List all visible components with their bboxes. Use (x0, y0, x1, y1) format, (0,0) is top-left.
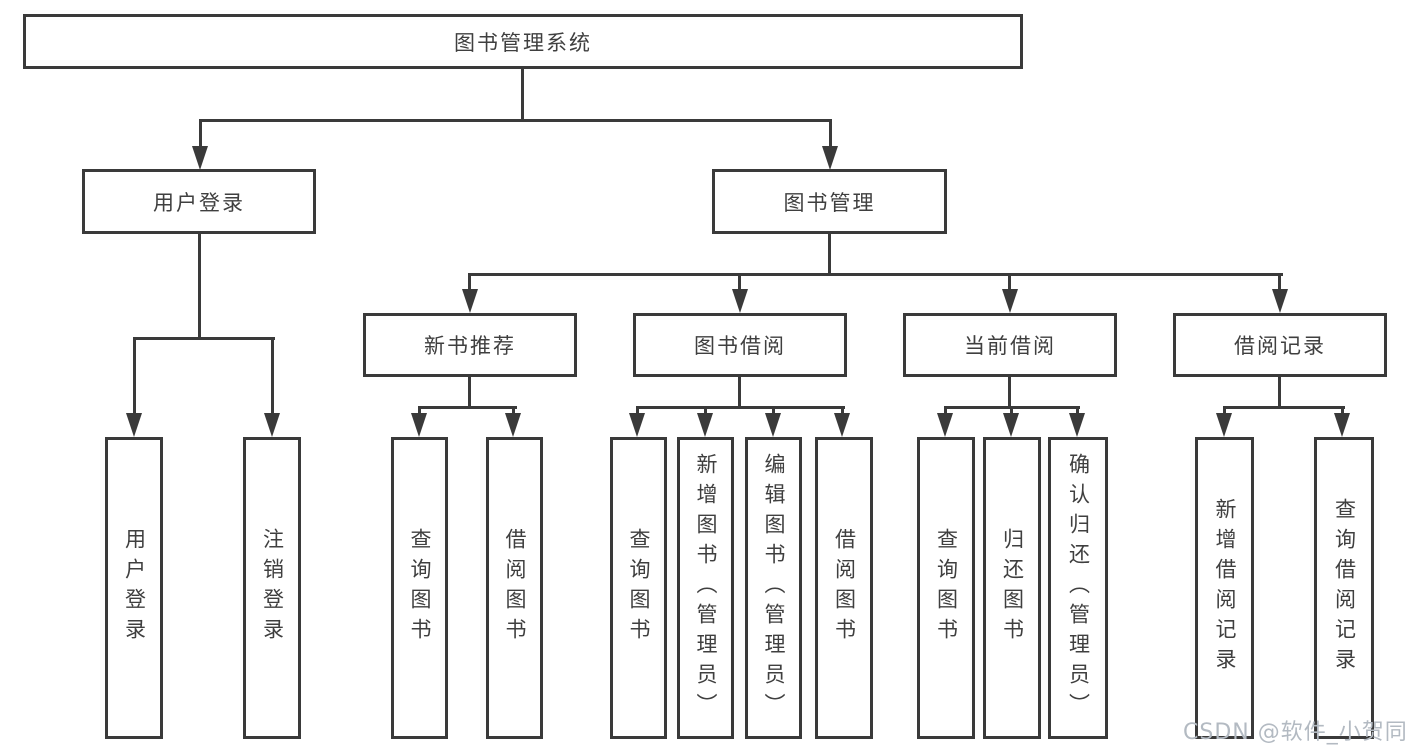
arrow-down-icon (1002, 289, 1018, 313)
arrow-down-icon (192, 146, 208, 170)
arrow-down-icon (765, 413, 781, 437)
connector-root-stem (521, 69, 524, 120)
connector-leaf-stem (704, 406, 707, 418)
arrow-down-icon (822, 146, 838, 170)
connector-to-login-leaf (133, 337, 136, 417)
leaf-add-books-admin: 新增图书（管理员） (677, 437, 734, 739)
connector-leaf-stem (1223, 406, 1226, 418)
connector-leaf-stem (418, 406, 421, 418)
arrow-down-icon (937, 413, 953, 437)
node-library-system: 图书管理系统 (23, 14, 1023, 69)
connector-leaf-stem (1341, 406, 1344, 418)
arrow-down-icon (264, 413, 280, 437)
leaf-borrow-books-recommend: 借阅图书 (486, 437, 543, 739)
leaf-edit-books-admin: 编辑图书（管理员） (745, 437, 802, 739)
node-current-borrowing: 当前借阅 (903, 313, 1117, 377)
connector-to-borrow-records (1278, 273, 1281, 293)
connector-user-login-branch (133, 337, 275, 340)
connector-leaf-stem (772, 406, 775, 418)
leaf-query-books-borrowing: 查询图书 (610, 437, 667, 739)
arrow-down-icon (697, 413, 713, 437)
connector-borrow-records-stem (1278, 376, 1281, 408)
connector-to-user-login (199, 119, 202, 149)
arrow-down-icon (505, 413, 521, 437)
connector-root-branch (199, 119, 832, 122)
connector-leaf-stem (512, 406, 515, 418)
leaf-user-login: 用户登录 (105, 437, 163, 739)
connector-book-mgmt-branch (469, 273, 1283, 276)
connector-user-login-stem (198, 232, 201, 337)
connector-borrow-records-branch (1223, 406, 1345, 409)
node-user-login: 用户登录 (82, 169, 316, 234)
connector-to-new-book (468, 273, 471, 293)
connector-book-mgmt-stem (828, 234, 831, 276)
arrow-down-icon (411, 413, 427, 437)
arrow-down-icon (1334, 413, 1350, 437)
arrow-down-icon (629, 413, 645, 437)
connector-leaf-stem (841, 406, 844, 418)
leaf-return-books: 归还图书 (983, 437, 1041, 739)
node-book-borrowing: 图书借阅 (633, 313, 847, 377)
connector-new-book-stem (468, 376, 471, 408)
connector-leaf-stem (636, 406, 639, 418)
arrow-down-icon (1069, 413, 1085, 437)
leaf-query-books-current: 查询图书 (917, 437, 975, 739)
arrow-down-icon (126, 413, 142, 437)
connector-to-book-borrowing (738, 273, 741, 293)
connector-leaf-stem (1010, 406, 1013, 418)
arrow-down-icon (732, 289, 748, 313)
node-new-book-recommend: 新书推荐 (363, 313, 577, 377)
leaf-add-borrow-record: 新增借阅记录 (1195, 437, 1254, 739)
leaf-query-borrow-record: 查询借阅记录 (1314, 437, 1374, 739)
connector-to-current-borrowing (1008, 273, 1011, 293)
connector-leaf-stem (1076, 406, 1079, 418)
arrow-down-icon (1272, 289, 1288, 313)
connector-leaf-stem (944, 406, 947, 418)
connector-book-borrowing-stem (738, 376, 741, 408)
leaf-logout: 注销登录 (243, 437, 301, 739)
arrow-down-icon (1216, 413, 1232, 437)
connector-current-borrowing-stem (1008, 376, 1011, 408)
arrow-down-icon (462, 289, 478, 313)
node-book-management: 图书管理 (712, 169, 947, 234)
leaf-borrow-books-borrowing: 借阅图书 (815, 437, 873, 739)
connector-book-borrowing-branch (636, 406, 845, 409)
arrow-down-icon (1003, 413, 1019, 437)
node-borrow-records: 借阅记录 (1173, 313, 1387, 377)
connector-to-logout-leaf (271, 337, 274, 417)
leaf-confirm-return-admin: 确认归还（管理员） (1048, 437, 1108, 739)
leaf-query-books-recommend: 查询图书 (391, 437, 448, 739)
arrow-down-icon (834, 413, 850, 437)
watermark: CSDN @软件_小贺同学 (1183, 720, 1405, 745)
connector-to-book-management (829, 119, 832, 149)
connector-new-book-branch (418, 406, 517, 409)
